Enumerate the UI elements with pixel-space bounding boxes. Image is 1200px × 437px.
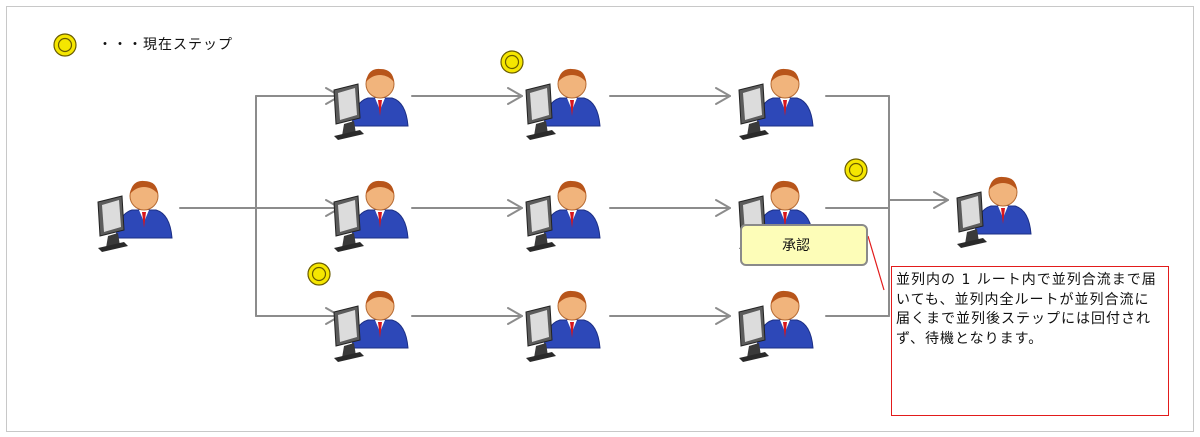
current-step-marker-route3 [307,262,331,286]
user-node-end [956,176,1032,249]
user-node-start [97,180,173,253]
user-node-route3-step2 [525,290,601,363]
user-node-route1-step3 [738,68,814,141]
user-node-route2-step1 [333,180,409,253]
note-text: 並列内の 1 ルート内で並列合流まで届いても、並列内全ルートが並列合流に届くまで… [896,272,1157,347]
diagram-frame [6,6,1194,432]
approval-callout: 承認 [740,224,868,266]
note-box: 並列内の 1 ルート内で並列合流まで届いても、並列内全ルートが並列合流に届くまで… [891,266,1169,416]
callout-pointer [867,235,885,291]
legend-label: ・・・現在ステップ [98,37,233,53]
user-node-route3-step1 [333,290,409,363]
user-node-route3-step3 [738,290,814,363]
user-node-route1-step2 [525,68,601,141]
legend-current-step-icon [53,33,77,57]
current-step-marker-route2 [844,158,868,182]
connector-lines [179,87,949,325]
current-step-marker-route1 [500,50,524,74]
user-node-route1-step1 [333,68,409,141]
approval-label: 承認 [782,238,810,254]
user-node-route2-step2 [525,180,601,253]
